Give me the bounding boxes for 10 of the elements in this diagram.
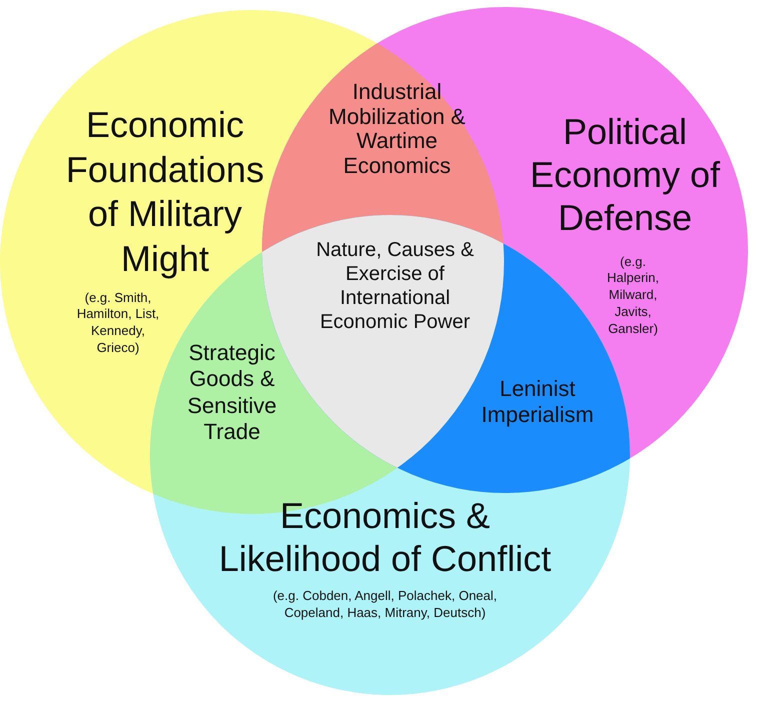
region-title: Leninist Imperialism bbox=[480, 376, 595, 429]
example-authors: (e.g. Smith, Hamilton, List, Kennedy, Grieco) bbox=[76, 290, 160, 358]
region-title: Strategic Goods & Sensitive Trade bbox=[186, 340, 278, 446]
example-authors: (e.g. Cobden, Angell, Polachek, Oneal, Copeland, Haas, Mitrany, Deutsch) bbox=[272, 588, 498, 622]
region-title: Industrial Mobilization & Wartime Economics bbox=[328, 80, 466, 178]
region-title: Nature, Causes & Exercise of International Economic Power bbox=[315, 238, 475, 334]
example-authors: (e.g. Halperin, Milward, Javits, Gansler) bbox=[606, 254, 660, 338]
region-title: Political Economy of Defense bbox=[528, 110, 722, 240]
region-title: Economics & Likelihood of Conflict bbox=[218, 494, 552, 580]
region-title: Economic Foundations of Military Might bbox=[64, 103, 266, 281]
